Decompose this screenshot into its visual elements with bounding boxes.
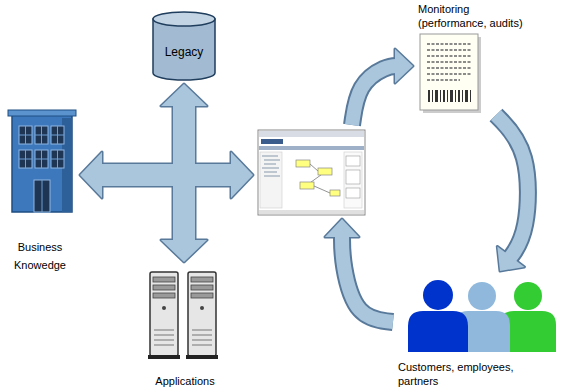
report-document xyxy=(420,34,481,113)
connector-outlines xyxy=(80,49,528,322)
server-icon xyxy=(162,306,166,310)
people-icon xyxy=(468,282,496,310)
cylinder-body xyxy=(153,19,215,80)
cylinder-top xyxy=(153,12,215,26)
report-document xyxy=(435,90,438,102)
server-icon xyxy=(153,277,175,282)
server-icon xyxy=(191,293,213,298)
node-label: Monitoring (performance, audits) xyxy=(418,2,530,30)
connector-outline xyxy=(325,219,393,322)
application-screenshot xyxy=(257,128,366,216)
connector-outline xyxy=(80,152,253,198)
application-screenshot xyxy=(259,131,364,137)
server-icon xyxy=(200,306,204,310)
report-document xyxy=(440,90,441,102)
server-icon xyxy=(153,293,175,298)
node-label: Legacy xyxy=(155,45,213,59)
application-screenshot xyxy=(346,156,360,166)
server-icon xyxy=(150,272,178,356)
application-screenshot xyxy=(346,170,360,184)
curved-arrow xyxy=(325,219,393,322)
node-label: Customers, employees, partners xyxy=(398,360,526,388)
report-document xyxy=(432,90,433,102)
application-screenshot xyxy=(318,168,332,175)
building-icon xyxy=(34,180,50,212)
people-icon xyxy=(408,280,556,352)
application-screenshot xyxy=(260,152,282,208)
block-arrow xyxy=(80,152,253,198)
database-cylinder: Legacy xyxy=(152,12,216,80)
business-building: Business Knowedge xyxy=(4,110,76,274)
building-icon xyxy=(12,114,72,212)
block-arrow xyxy=(80,152,253,198)
application-screenshot xyxy=(259,146,364,150)
connector-outline xyxy=(496,115,528,259)
server-icon xyxy=(154,330,174,345)
report-document xyxy=(470,90,471,102)
curved-arrow xyxy=(352,49,413,125)
application-screenshot xyxy=(259,210,364,214)
curved-arrow xyxy=(496,115,528,259)
building-icon xyxy=(19,126,64,168)
report-document xyxy=(465,90,468,102)
report-document xyxy=(447,90,448,102)
connector-outline xyxy=(80,152,253,198)
curved-arrow xyxy=(496,115,528,271)
application-screenshot xyxy=(262,156,280,176)
connector-outline xyxy=(496,115,528,271)
customers-group: Customers, employees, partners xyxy=(396,274,560,388)
arrowhead-outline xyxy=(395,49,413,83)
node-label: Applications xyxy=(142,374,228,388)
application-screenshot xyxy=(258,130,365,215)
building-icon xyxy=(8,110,76,116)
connector-outline xyxy=(342,234,393,322)
connector-outline xyxy=(352,49,413,125)
people-icon xyxy=(408,311,468,352)
application-screenshot xyxy=(346,188,360,198)
application-screenshot xyxy=(344,152,362,208)
arrowhead-outline xyxy=(325,219,359,237)
application-screenshot xyxy=(261,139,283,144)
monitoring-report: Monitoring (performance, audits) xyxy=(416,2,532,112)
server-icon xyxy=(188,272,216,356)
block-arrow xyxy=(161,84,207,262)
connector-outline xyxy=(352,66,398,125)
arrowhead xyxy=(497,246,524,271)
application-screenshot xyxy=(258,130,365,215)
report-document xyxy=(458,90,460,102)
report-document xyxy=(462,90,463,102)
people-icon xyxy=(423,280,453,310)
server-icon xyxy=(191,285,213,290)
report-document xyxy=(427,44,471,80)
server-icon xyxy=(148,272,218,359)
curved-arrow xyxy=(352,66,398,125)
server-icon xyxy=(192,330,212,345)
report-document xyxy=(428,90,430,102)
node-label: Business Knowedge xyxy=(6,238,74,274)
arrowhead xyxy=(395,49,413,83)
report-document xyxy=(420,34,478,110)
arrowhead xyxy=(325,219,359,237)
report-document xyxy=(450,90,453,102)
building-icon xyxy=(8,110,76,212)
server-icon xyxy=(148,355,180,359)
report-document xyxy=(455,90,456,102)
block-arrow xyxy=(161,84,207,262)
server-icon xyxy=(186,355,218,359)
application-screenshot xyxy=(300,182,314,189)
application-screenshot xyxy=(296,160,310,167)
server-icon xyxy=(191,277,213,282)
report-document xyxy=(443,90,445,102)
connector-fills xyxy=(80,49,528,322)
applications-servers: Applications xyxy=(140,266,230,388)
application-screenshot xyxy=(330,190,340,196)
people-icon xyxy=(514,282,542,310)
building-icon xyxy=(42,180,43,212)
curved-arrow xyxy=(342,234,393,322)
server-icon xyxy=(153,285,175,290)
